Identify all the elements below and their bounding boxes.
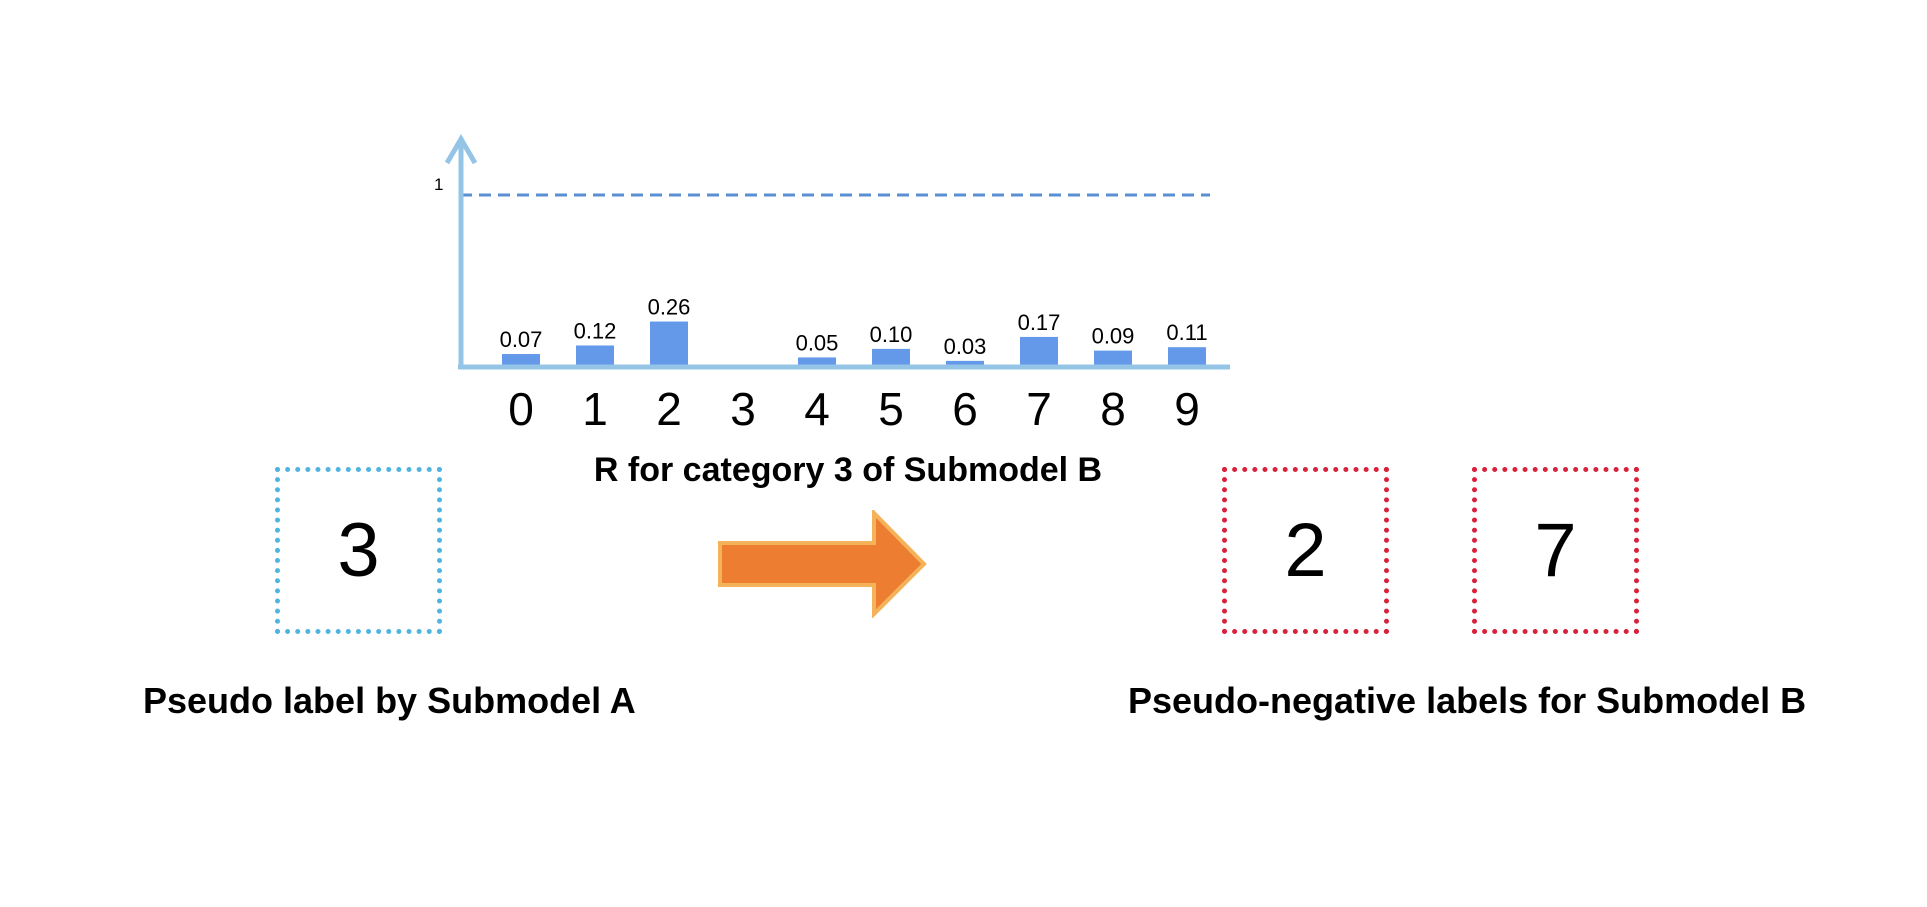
x-tick-label-5: 5 bbox=[878, 383, 904, 435]
x-tick-label-1: 1 bbox=[582, 383, 608, 435]
negative-label-box-1: 2 bbox=[1222, 467, 1389, 634]
arrow-shape bbox=[718, 510, 927, 618]
data-label-8: 0.09 bbox=[1092, 324, 1135, 349]
x-tick-label-0: 0 bbox=[508, 383, 534, 435]
bar-1 bbox=[576, 345, 614, 366]
data-label-6: 0.03 bbox=[944, 334, 987, 359]
x-tick-label-3: 3 bbox=[730, 383, 756, 435]
x-tick-label-7: 7 bbox=[1026, 383, 1052, 435]
reference-line-label: 1 bbox=[434, 175, 443, 194]
bar-7 bbox=[1020, 336, 1058, 366]
x-tick-label-2: 2 bbox=[656, 383, 682, 435]
axes bbox=[444, 134, 1230, 370]
bar-series bbox=[502, 321, 1206, 366]
dashed-reference-line-group: 1 bbox=[434, 175, 1210, 197]
data-label-1: 0.12 bbox=[574, 318, 617, 343]
pseudo-label-digit: 3 bbox=[337, 507, 380, 593]
negative-label-digit-2: 7 bbox=[1534, 507, 1577, 593]
data-label-group: 0.07 0.12 0.26 0.05 0.10 0.03 0.17 0.09 0.11 bbox=[500, 295, 1208, 359]
x-tick-label-4: 4 bbox=[804, 383, 830, 435]
bar-9 bbox=[1168, 347, 1206, 366]
data-label-0: 0.07 bbox=[500, 327, 543, 352]
bar-0 bbox=[502, 354, 540, 366]
negative-label-box-2: 7 bbox=[1472, 467, 1639, 634]
bar-2 bbox=[650, 321, 688, 366]
bar-6 bbox=[946, 360, 984, 366]
chart-title: R for category 3 of Submodel B bbox=[594, 451, 1102, 489]
data-label-5: 0.10 bbox=[870, 322, 913, 347]
pseudo-label-caption: Pseudo label by Submodel A bbox=[143, 680, 636, 721]
x-tick-label-6: 6 bbox=[952, 383, 978, 435]
data-label-7: 0.17 bbox=[1018, 310, 1061, 335]
right-arrow-icon bbox=[718, 510, 927, 618]
data-label-9: 0.11 bbox=[1166, 320, 1207, 345]
data-label-2: 0.26 bbox=[648, 295, 691, 320]
y-axis-arrowhead bbox=[444, 134, 478, 165]
x-tick-label-9: 9 bbox=[1174, 383, 1200, 435]
data-label-4: 0.05 bbox=[796, 330, 839, 355]
pseudo-label-box: 3 bbox=[275, 467, 442, 634]
bar-5 bbox=[872, 348, 910, 366]
negative-labels-caption: Pseudo-negative labels for Submodel B bbox=[1128, 680, 1807, 721]
x-tick-label-8: 8 bbox=[1100, 383, 1126, 435]
negative-label-digit-1: 2 bbox=[1284, 507, 1327, 593]
bar-4 bbox=[798, 357, 836, 366]
bar-8 bbox=[1094, 350, 1132, 366]
